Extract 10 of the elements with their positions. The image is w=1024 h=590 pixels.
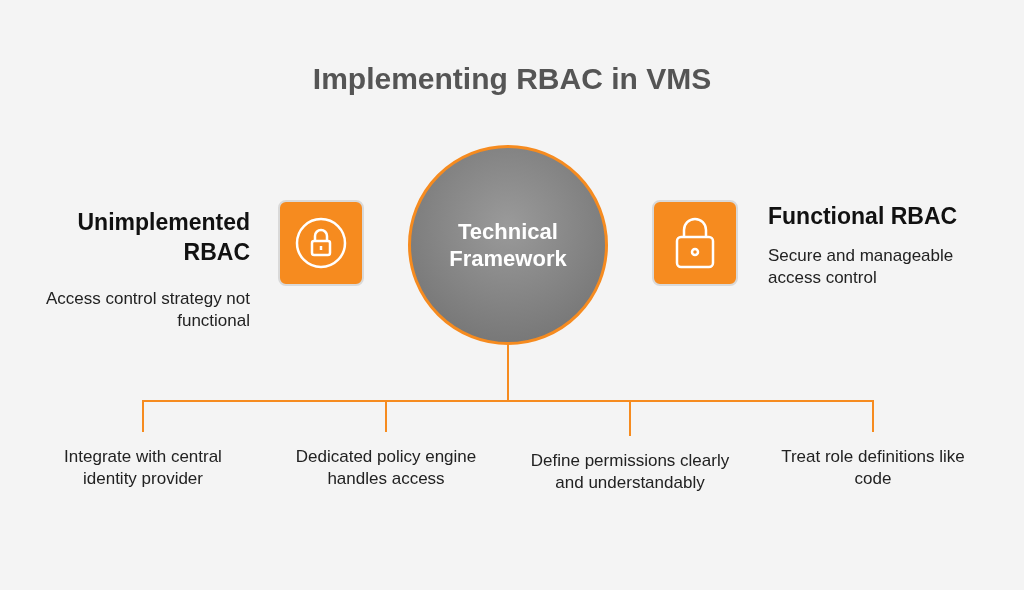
branch-text: Define permissions clearly and understandably	[530, 450, 730, 495]
description: Secure and manageable access control	[768, 245, 955, 290]
heading: Unimplemented RBAC	[76, 208, 250, 267]
diagram-title: Implementing RBAC in VMS	[311, 62, 713, 96]
framework-circle: Technical Framework	[408, 145, 608, 345]
branch-text: Dedicated policy engine handles access	[276, 446, 496, 491]
branch-text: Integrate with central identity provider	[43, 446, 243, 491]
description: Access control strategy not functional	[44, 288, 250, 333]
heading: Functional RBAC	[768, 202, 959, 231]
branch-text: Treat role definitions like code	[763, 446, 983, 491]
